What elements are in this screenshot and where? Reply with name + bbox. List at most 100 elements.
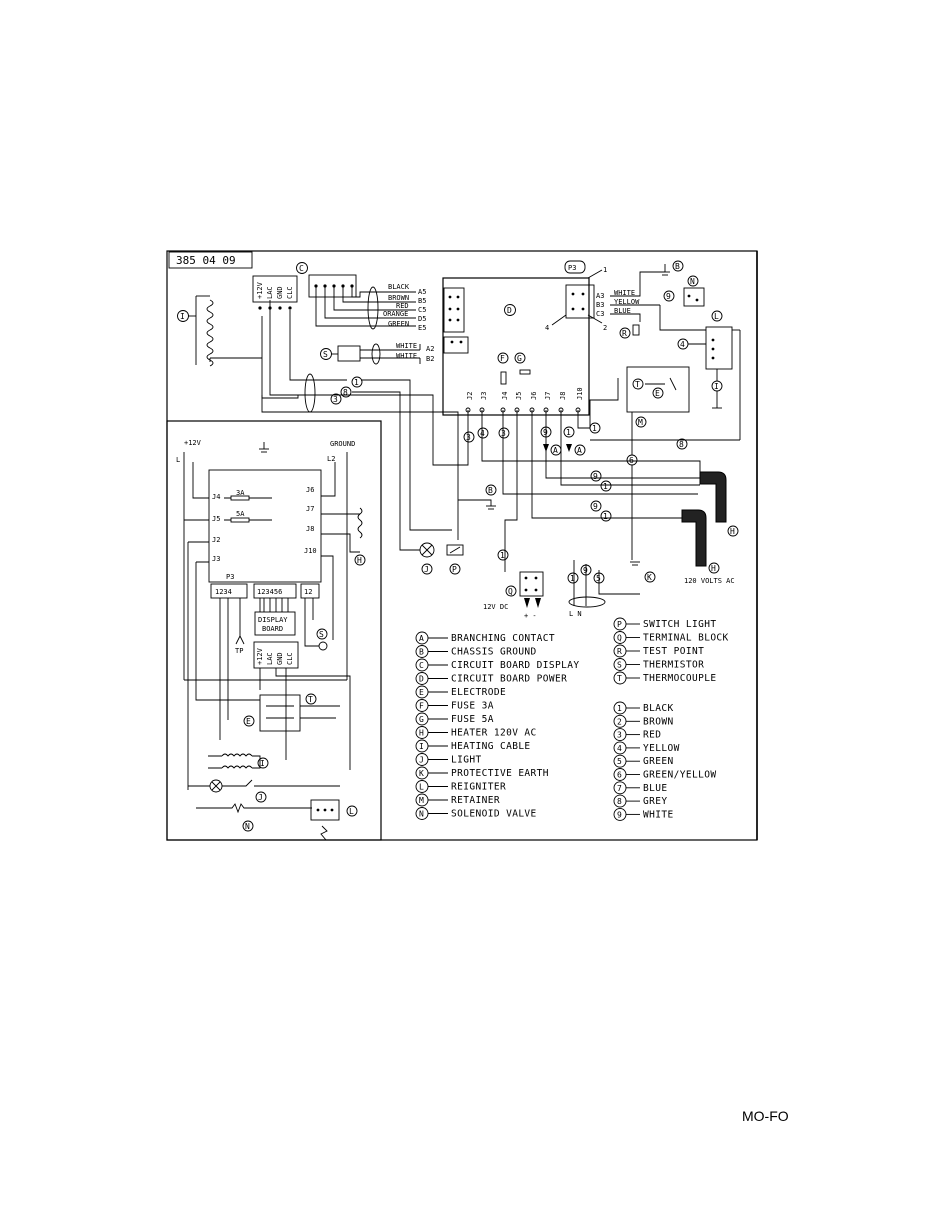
legend-letter-right-key: T [617, 674, 622, 683]
heaters: H H 120 VOLTS AC [681, 471, 739, 585]
svg-text:LAC: LAC [266, 286, 274, 299]
svg-text:J7: J7 [306, 505, 314, 513]
svg-text:8: 8 [679, 440, 684, 449]
inset-schematic: +12V L GROUND L2 J4 J5 J2 J3 J6 J7 J8 J1… [176, 439, 366, 841]
svg-text:D5: D5 [418, 315, 426, 323]
svg-text:3: 3 [333, 395, 338, 404]
svg-text:DISPLAY: DISPLAY [258, 616, 288, 624]
svg-text:L: L [349, 807, 354, 816]
svg-text:J5: J5 [212, 515, 220, 523]
svg-text:BOARD: BOARD [262, 625, 283, 633]
svg-text:M: M [638, 418, 643, 427]
legend-letter-label: LIGHT [451, 755, 482, 766]
legend-letter-label: HEATING CABLE [451, 741, 531, 752]
svg-text:+12V: +12V [256, 647, 264, 665]
svg-text:P3: P3 [568, 264, 576, 272]
legend-letter-key: H [419, 729, 424, 738]
svg-text:A: A [577, 446, 582, 455]
heating-cable-coil [195, 295, 262, 367]
svg-text:S: S [319, 630, 324, 639]
svg-text:B3: B3 [596, 301, 604, 309]
legend-letter-label: CIRCUIT BOARD POWER [451, 674, 567, 685]
svg-text:6: 6 [629, 456, 634, 465]
svg-text:RED: RED [396, 302, 409, 310]
legend-color-label: BROWN [643, 716, 674, 727]
svg-text:1: 1 [603, 482, 608, 491]
board-power-terminal: +12V LAC GND CLC [252, 275, 298, 310]
svg-text:1234: 1234 [215, 588, 232, 596]
legend-color-key: 2 [617, 717, 622, 726]
legend-letter-entry: D CIRCUIT BOARD POWER [415, 672, 567, 685]
svg-text:T: T [308, 695, 313, 704]
svg-text:3: 3 [501, 429, 506, 438]
fuses: F G [497, 352, 531, 385]
board-j-terminals: J2 J3 J4 J5 J6 J7 J8 J10 [465, 387, 584, 413]
svg-text:WHITE: WHITE [614, 289, 635, 297]
legend-letter-key: E [419, 688, 424, 697]
svg-text:GREEN: GREEN [388, 320, 409, 328]
middle-components: B J P Q 12V DC + - L N K [419, 484, 656, 620]
legend-letter-label: SOLENOID VALVE [451, 809, 537, 820]
svg-text:P3: P3 [226, 573, 234, 581]
legend-color-label: GREEN/YELLOW [643, 770, 716, 781]
svg-text:J8: J8 [559, 392, 567, 400]
legend-letter-key: M [419, 796, 424, 805]
svg-text:F: F [500, 354, 505, 363]
harness-wires: BLACK BROWN RED ORANGE GREEN A5 B5 C5 D5… [315, 283, 426, 332]
svg-text:J3: J3 [212, 555, 220, 563]
legend-letter-key: F [419, 702, 424, 711]
svg-text:J4: J4 [212, 493, 220, 501]
svg-text:H: H [357, 556, 362, 565]
legend-color-key: 1 [617, 704, 622, 713]
top-right-components: B 9 N R L 4 I [619, 260, 741, 440]
svg-text:N: N [245, 822, 250, 831]
p3-connector: P3 1 2 4 A3 B3 C3 WHITE YELLOW BLUE [545, 260, 665, 332]
svg-text:+12V: +12V [256, 281, 264, 299]
legend-color-label: YELLOW [643, 743, 680, 754]
svg-text:S: S [323, 350, 328, 359]
svg-text:L2: L2 [327, 455, 335, 463]
legend-color-label: RED [643, 730, 661, 741]
legend-letter-label: CHASSIS GROUND [451, 647, 537, 658]
legend-letter-key: D [419, 675, 424, 684]
callout-d: D [507, 306, 512, 315]
svg-text:WHITE: WHITE [396, 342, 417, 350]
svg-text:J2: J2 [212, 536, 220, 544]
svg-text:L N: L N [569, 610, 582, 618]
legend-color-label: BLUE [643, 783, 667, 794]
svg-text:G: G [517, 354, 522, 363]
electrode-thermocouple: T E M 6 [626, 366, 690, 560]
legend-letter-right-key: R [617, 647, 622, 656]
svg-text:9: 9 [666, 292, 671, 301]
inset-schematic-box [166, 420, 382, 841]
legend-letter-right-key: Q [617, 634, 622, 643]
svg-text:2: 2 [603, 324, 607, 332]
legend-color-label: WHITE [643, 809, 674, 820]
svg-text:J3: J3 [480, 392, 488, 400]
svg-text:B: B [488, 486, 493, 495]
legend-letter-right-label: THERMISTOR [643, 660, 704, 671]
svg-text:B5: B5 [418, 297, 426, 305]
legend-color-label: GREEN [643, 756, 674, 767]
svg-text:J6: J6 [306, 486, 314, 494]
legend-letter-label: FUSE 5A [451, 714, 494, 725]
svg-text:1: 1 [354, 378, 359, 387]
callout-c: C [299, 264, 304, 273]
svg-text:B2: B2 [426, 355, 434, 363]
